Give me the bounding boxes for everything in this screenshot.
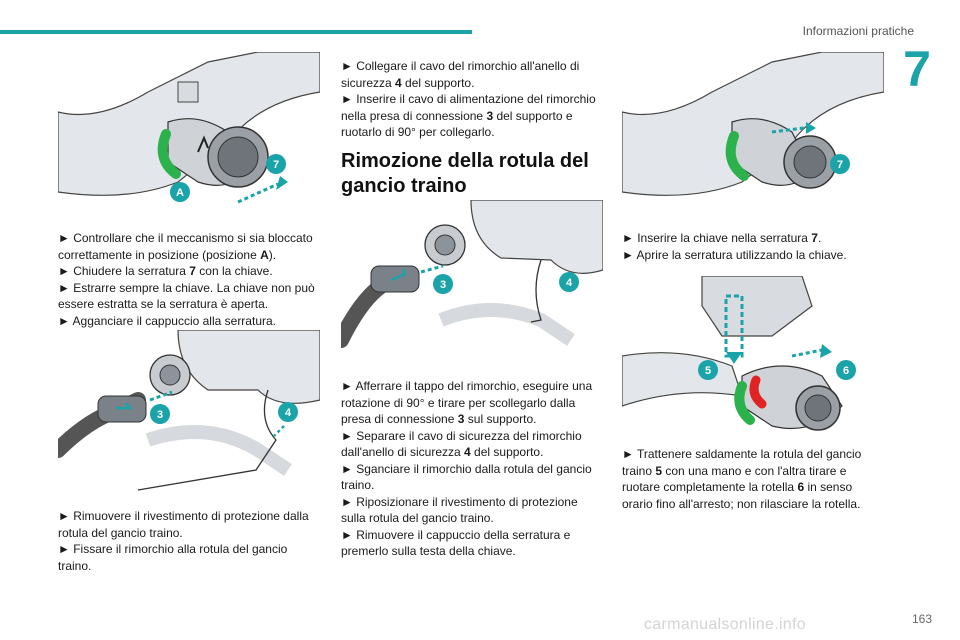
section-heading: Rimozione della rotula del gancio traino [341,150,589,197]
figure-lock-closed: 7 A [58,52,320,218]
figure-label: 7 [837,159,843,171]
instruction-line: ► Rimuovere il rivestimento di protezion… [58,509,309,540]
instruction-line: ► Sganciare il rimorchio dalla rotula de… [341,461,592,493]
instruction-line: ► Estrarre sempre la chiave. La chiave n… [58,280,315,312]
instruction-line: ► Afferrare il tappo del rimorchio, eseg… [341,379,593,426]
figure-label: 5 [705,365,711,377]
col3-instructions-2: ► Trattenere saldamente la rotula del ga… [622,446,884,512]
instruction-line: ► Inserire il cavo di alimentazione del … [341,92,596,139]
page-number: 163 [911,612,932,626]
col3-instructions-1: ► Inserire la chiave nella serratura 7. … [622,230,884,263]
col1-instructions-1: ► Controllare che il meccanismo si sia b… [58,230,322,329]
figure-rotate-wheel: 5 6 [622,276,884,442]
col1-instructions-2: ► Rimuovere il rivestimento di protezion… [58,508,322,574]
instruction-line: ► Chiudere la serratura 7 con la chiave. [58,264,273,278]
section-title: Informazioni pratiche [802,24,914,38]
figure-label: 7 [273,159,279,171]
col2-instructions-1: ► Collegare il cavo del rimorchio all'an… [341,58,603,141]
instruction-line: ► Inserire la chiave nella serratura 7. [622,231,822,245]
instruction-line: ► Fissare il rimorchio alla rotula del g… [58,542,288,573]
figure-label: 4 [566,277,573,289]
instruction-line: ► Collegare il cavo del rimorchio all'an… [341,59,580,90]
instruction-line: ► Rimuovere il cappuccio della serratura… [341,527,571,559]
instruction-line: ► Aprire la serratura utilizzando la chi… [622,247,847,262]
figure-connector-attach: 3 4 [58,330,320,496]
instruction-line: ► Riposizionare il rivestimento di prote… [341,494,578,526]
figure-label: A [176,187,184,199]
figure-label: 6 [843,365,849,377]
col2-instructions-2: ► Afferrare il tappo del rimorchio, eseg… [341,378,603,560]
chapter-number: 7 [903,41,931,97]
instruction-line: ► Agganciare il cappuccio alla serratura… [58,313,276,328]
watermark: carmanualsonline.info [644,616,806,633]
figure-lock-open: 7 [622,52,884,218]
instruction-line: ► Trattenere saldamente la rotula del ga… [622,447,862,511]
header-accent-bar [0,30,472,34]
instruction-line: ► Controllare che il meccanismo si sia b… [58,231,313,262]
figure-label: 3 [157,409,163,421]
figure-label: 4 [285,407,292,419]
figure-label: 3 [440,279,446,291]
figure-connector-detach: 3 4 [341,200,603,366]
instruction-line: ► Separare il cavo di sicurezza del rimo… [341,428,582,460]
